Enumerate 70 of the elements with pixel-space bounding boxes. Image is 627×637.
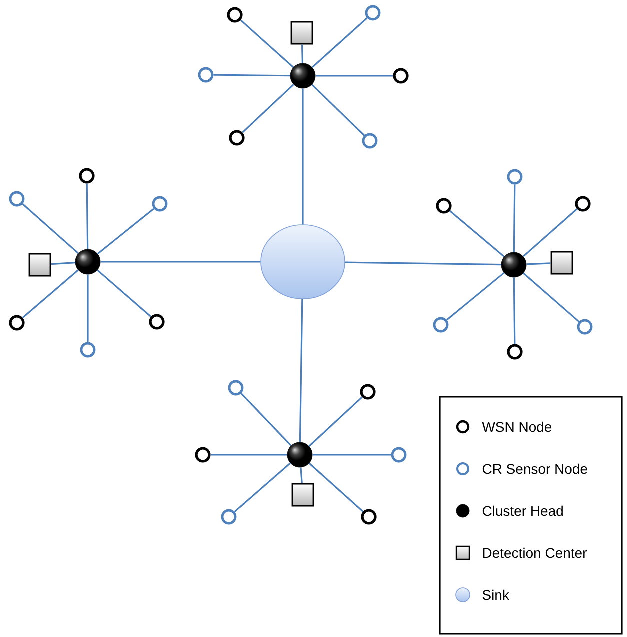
ring-node (507, 344, 523, 360)
link-line (523, 208, 578, 258)
link-line (513, 184, 516, 252)
link-line (97, 270, 152, 318)
filled-dot (287, 442, 313, 468)
ring-node (365, 5, 381, 21)
legend-text: CR Sensor Node (482, 464, 588, 474)
link-line (300, 468, 303, 484)
ring-node (149, 314, 165, 330)
ring-node (221, 509, 237, 525)
link-line (302, 88, 304, 225)
link-line (449, 210, 505, 258)
ring-node (9, 191, 25, 207)
legend-text: WSN Node (482, 422, 552, 432)
link-line (312, 454, 392, 456)
link-line (86, 184, 89, 250)
link-line (100, 261, 261, 263)
link-line (446, 272, 505, 321)
ring-node (436, 198, 452, 214)
filled-dot (290, 63, 316, 89)
link-line (51, 262, 76, 266)
sink-ellipse (260, 224, 346, 300)
link-line (513, 278, 516, 344)
link-line (240, 393, 292, 446)
ring-node (9, 315, 25, 331)
link-line (526, 262, 551, 266)
ring-node (195, 447, 211, 463)
link-line (87, 274, 89, 342)
link-line (523, 272, 580, 323)
link-line (301, 44, 304, 64)
ring-node (79, 168, 95, 184)
legend-text: Detection Center (483, 548, 587, 558)
square-node (292, 483, 314, 507)
link-line (345, 262, 502, 266)
square-node (290, 21, 314, 45)
link-line (308, 396, 363, 447)
ring-node (228, 380, 244, 396)
ring-node (361, 509, 377, 525)
link-line (22, 270, 79, 319)
legend-text: Cluster Head (482, 506, 563, 516)
square-node (28, 253, 52, 277)
ring-node (433, 317, 449, 333)
ring-node (229, 130, 245, 146)
link-line (214, 74, 290, 77)
legend-text: Sink (482, 590, 510, 600)
filled-dot (501, 252, 527, 278)
ring-node (362, 133, 378, 149)
link-line (22, 204, 80, 254)
link-line (240, 20, 294, 68)
link-line (312, 18, 368, 68)
ring-node (391, 447, 407, 463)
ring-node (393, 68, 409, 84)
ring-node (198, 67, 214, 83)
ring-node (227, 7, 243, 23)
ring-node (360, 384, 376, 400)
link-line (242, 84, 294, 134)
link-line (299, 299, 304, 442)
ring-node (577, 319, 593, 335)
ring-node (80, 342, 96, 358)
link-line (210, 454, 288, 456)
link-line (97, 208, 154, 255)
ring-node (152, 196, 168, 212)
link-line (316, 75, 394, 77)
square-node (550, 251, 574, 275)
link-line (308, 462, 364, 512)
link-line (234, 462, 291, 513)
ring-node (575, 196, 591, 212)
link-line (312, 84, 366, 136)
filled-dot (75, 249, 101, 275)
ring-node (507, 169, 523, 185)
